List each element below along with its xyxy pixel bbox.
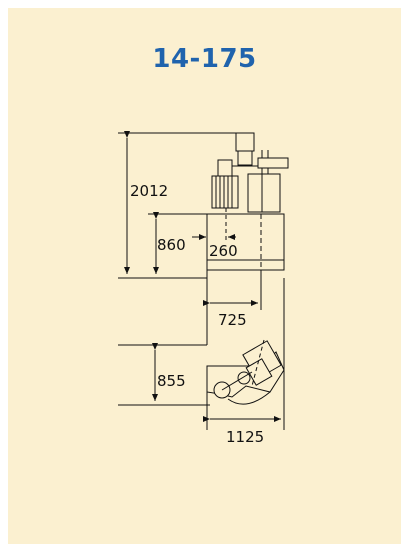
top-arm	[257, 157, 289, 169]
plan-arm	[221, 371, 253, 391]
dimension-label-depth-top: 855	[157, 372, 186, 390]
dimension-label-width-front: 725	[218, 311, 247, 329]
dimension-height-body	[148, 212, 207, 274]
dimension-label-width-top: 1125	[226, 428, 264, 446]
plan-centre-line	[251, 339, 265, 387]
dimension-label-offset-center: 260	[209, 242, 238, 260]
plan-view	[206, 339, 285, 405]
dimension-width-top	[203, 392, 281, 430]
right-housing	[247, 173, 281, 213]
left-motor-cap	[217, 159, 233, 177]
plan-arc	[227, 391, 271, 405]
model-title: 14-175	[152, 44, 257, 74]
front-elevation-view	[206, 132, 289, 278]
dimension-width-front	[203, 278, 262, 345]
dimension-depth-top	[118, 343, 210, 406]
background-panel	[8, 8, 401, 544]
base-cabinet	[206, 213, 285, 271]
dimension-label-height-body: 860	[157, 236, 186, 254]
hopper-top	[235, 132, 255, 152]
dimension-label-height-total: 2012	[130, 182, 168, 200]
dimension-height-total	[118, 131, 236, 279]
hopper-neck	[237, 150, 253, 166]
plan-hopper	[245, 358, 273, 386]
